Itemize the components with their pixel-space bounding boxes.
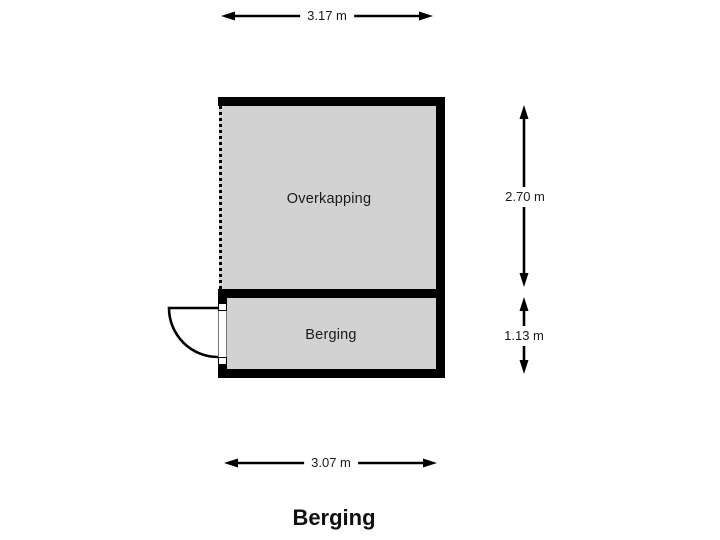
- door-jamb-middle: [218, 311, 227, 357]
- dimension-label-bottom: 3.07 m: [304, 453, 358, 473]
- plan-title: Berging: [292, 505, 376, 530]
- door-swing-arc: [167, 306, 219, 359]
- door-jamb-bottom: [218, 357, 227, 365]
- dimension-label-top: 3.17 m: [300, 6, 354, 26]
- room-berging: [227, 298, 436, 369]
- wall-divider: [218, 289, 436, 298]
- open-side-dashed-line: [219, 106, 222, 289]
- room-label-berging: Berging: [305, 327, 357, 343]
- wall-bottom: [218, 369, 445, 378]
- dimension-label-right-upper: 2.70 m: [498, 187, 552, 207]
- wall-left-upper-segment: [218, 289, 227, 303]
- door-frame: [218, 303, 227, 365]
- wall-left-lower-segment: [218, 365, 227, 378]
- dimension-label-right-lower: 1.13 m: [497, 326, 551, 346]
- wall-right: [436, 97, 445, 378]
- room-label-overkapping: Overkapping: [286, 191, 372, 207]
- door-jamb-top: [218, 303, 227, 311]
- wall-top: [218, 97, 445, 106]
- room-overkapping: [219, 106, 436, 289]
